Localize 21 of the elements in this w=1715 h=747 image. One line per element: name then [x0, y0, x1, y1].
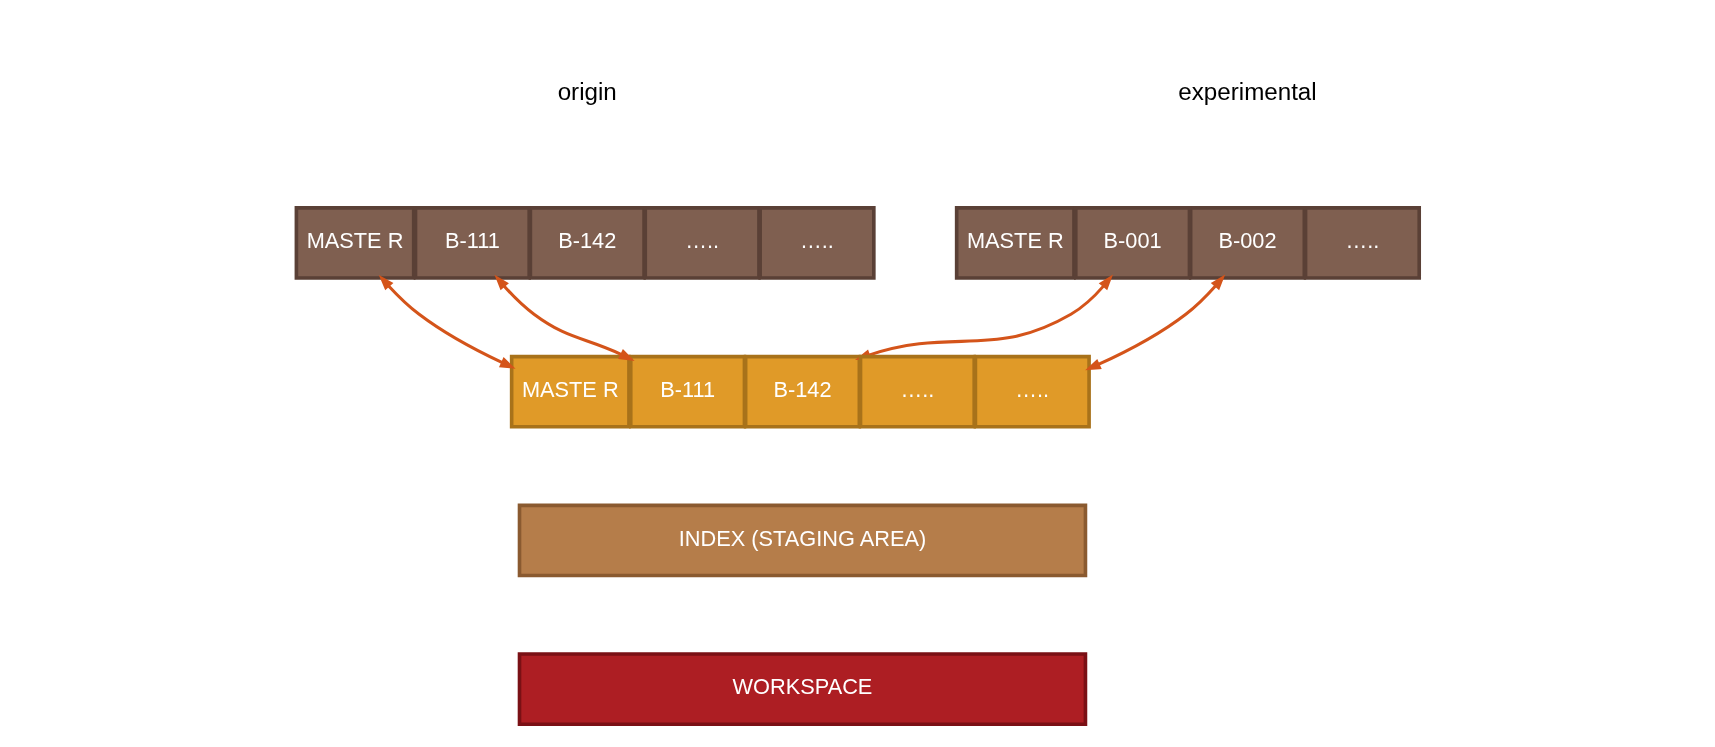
node-box: B-111 [628, 354, 747, 429]
node-box: MASTE R [509, 354, 631, 429]
label: origin [557, 78, 617, 106]
node-box: ….. [973, 354, 1091, 429]
arrow [1085, 274, 1226, 371]
node-box: ….. [643, 206, 761, 280]
node-box: B-142 [528, 206, 646, 280]
node-box: ….. [858, 354, 976, 429]
node-box: INDEX (STAGING AREA) [517, 503, 1088, 578]
node-box: B-001 [1073, 206, 1192, 280]
node-box: MASTE R [954, 206, 1076, 280]
arrow [494, 274, 635, 361]
node-box: WORKSPACE [517, 652, 1088, 726]
node-box: MASTE R [294, 206, 416, 280]
node-box: ….. [758, 206, 876, 280]
node-box: B-111 [413, 206, 531, 280]
node-box: B-002 [1188, 206, 1307, 280]
node-box: ….. [1303, 206, 1422, 280]
label: experimental [1178, 78, 1317, 106]
arrow [378, 274, 516, 369]
node-box: B-142 [743, 354, 862, 429]
